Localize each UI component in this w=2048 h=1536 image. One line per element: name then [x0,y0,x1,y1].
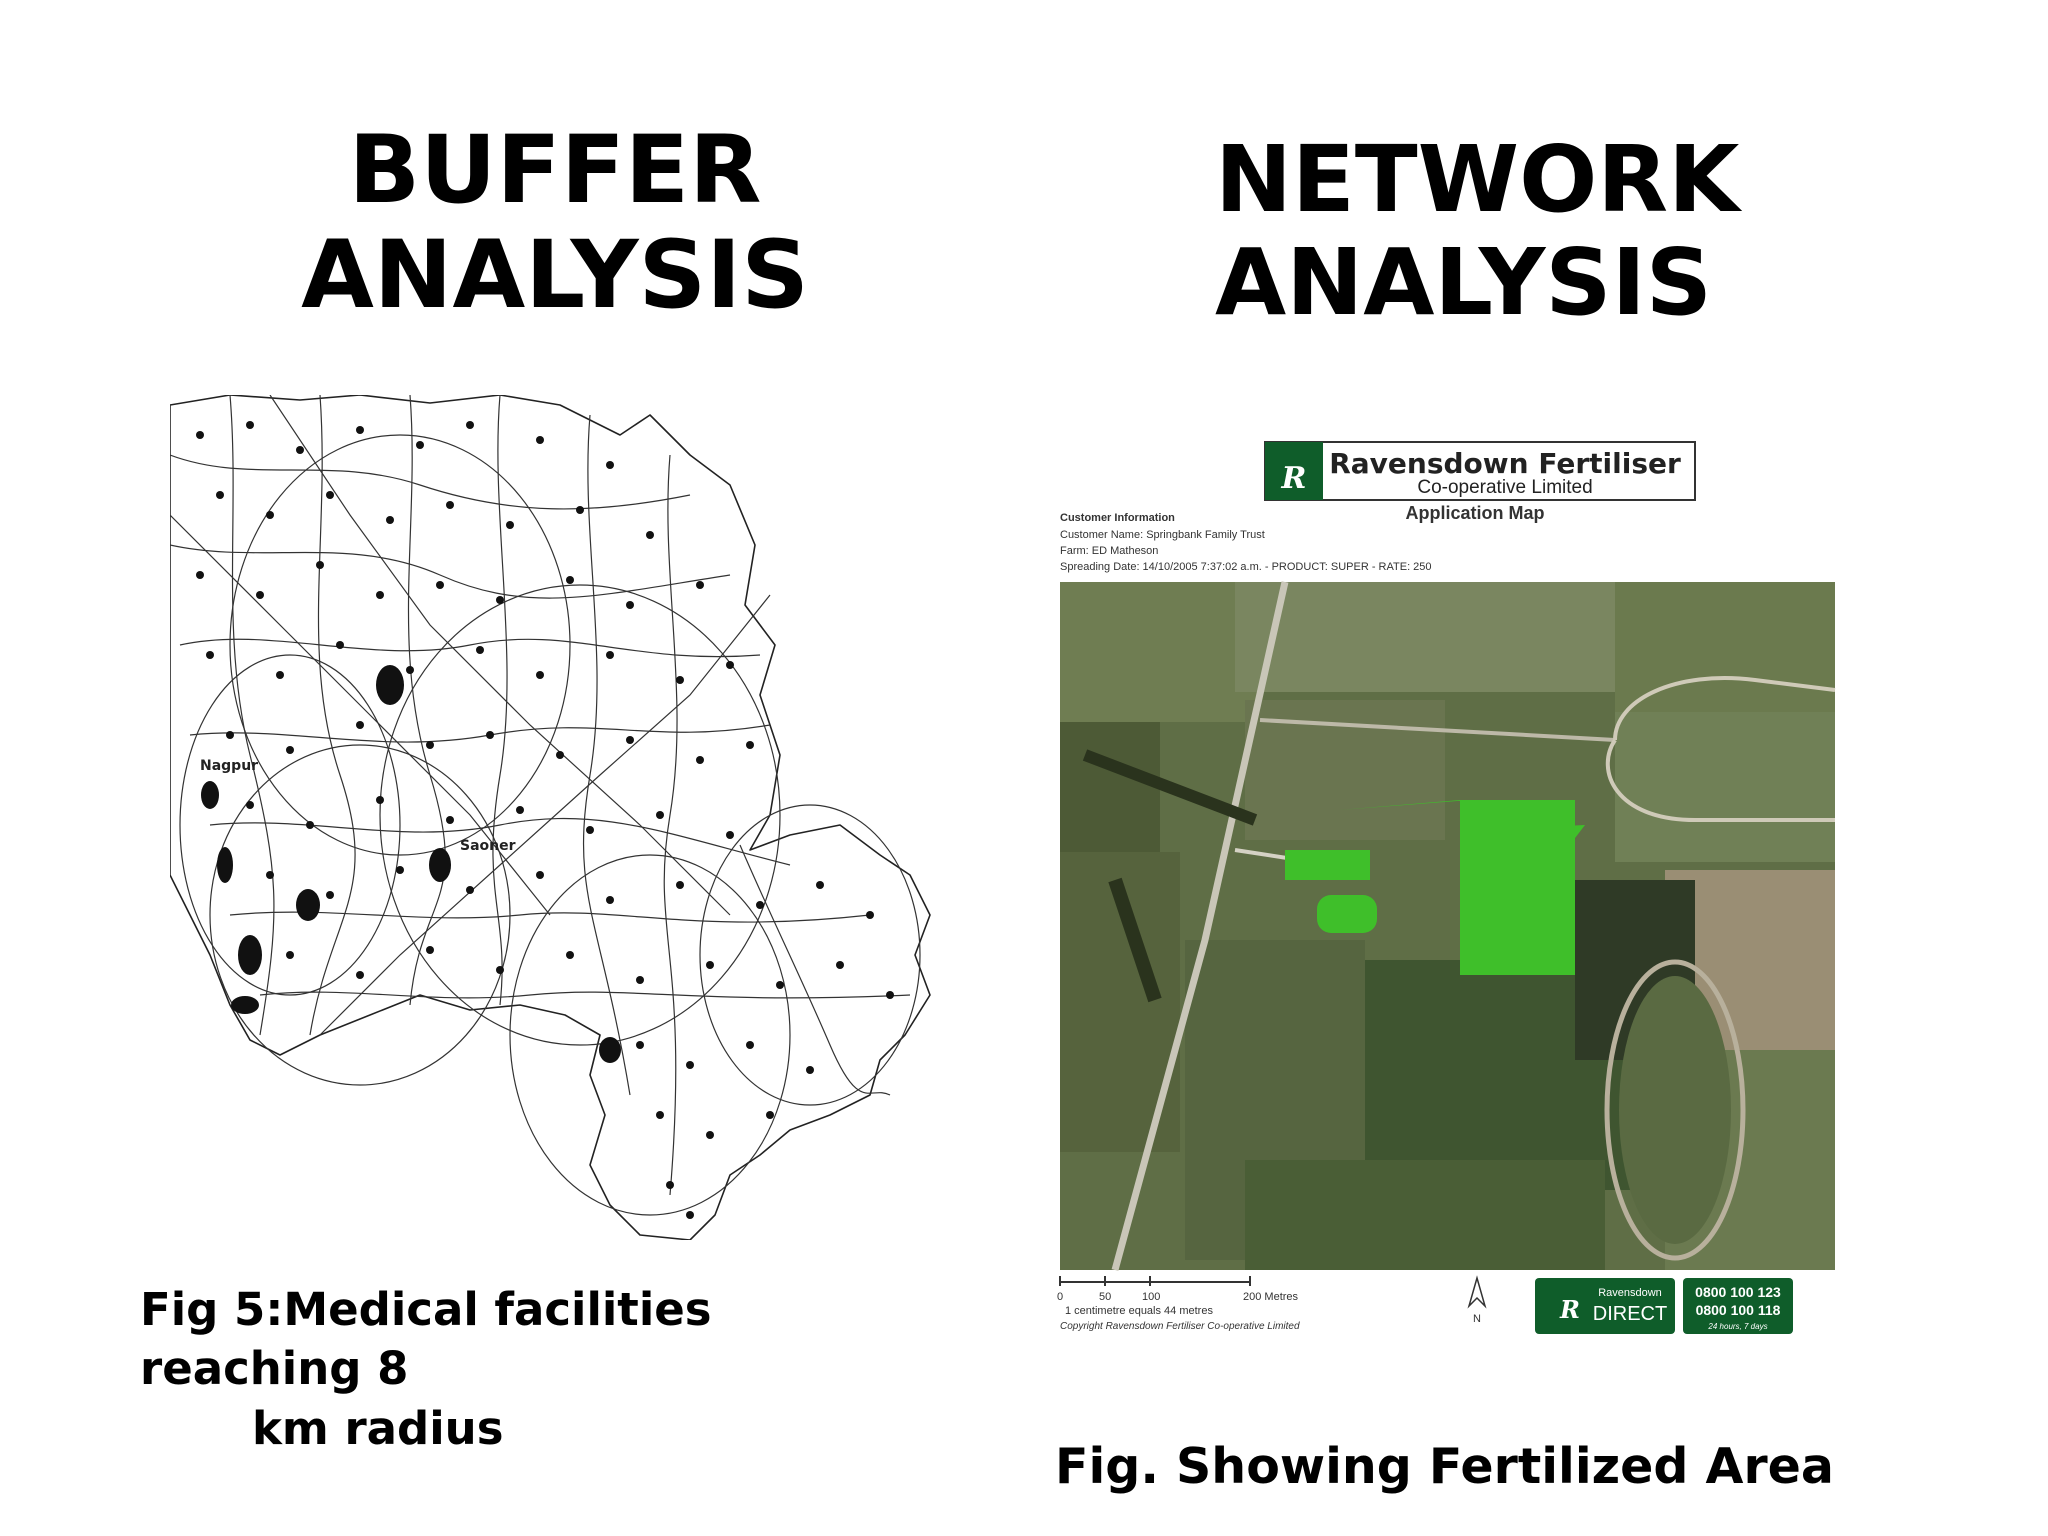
customer-name: Customer Name: Springbank Family Trust [1060,529,1265,541]
svg-text:24 hours, 7 days: 24 hours, 7 days [1707,1322,1767,1331]
network-map-caption: Fig. Showing Fertilized Area [1055,1438,1834,1495]
heading-line: NETWORK [1215,126,1740,233]
caption-line: km radius [252,1401,504,1455]
map-title: Application Map [1406,503,1545,523]
farm-name: Farm: ED Matheson [1060,545,1158,557]
caption-line: Fig 5:Medical facilities reaching 8 [140,1283,712,1396]
ravensdown-logo-icon [1265,442,1323,500]
svg-text:0800 100 123: 0800 100 123 [1695,1284,1781,1300]
fertilized-area [1285,800,1585,975]
ravensdown-direct-badge: R Ravensdown DIRECT [1535,1278,1675,1334]
phone-badge: 0800 100 123 0800 100 118 24 hours, 7 da… [1683,1278,1793,1334]
spreading-info: Spreading Date: 14/10/2005 7:37:02 a.m. … [1060,561,1432,573]
svg-text:Ravensdown: Ravensdown [1598,1287,1662,1299]
ravensdown-logo-box: R Ravensdown Fertiliser Co-operative Lim… [1264,441,1696,501]
svg-text:N: N [1473,1313,1481,1325]
north-arrow-icon: N [1467,1275,1487,1325]
scale-bar: 0 50 100 200 Metres 1 centimetre equals … [1057,1276,1300,1332]
network-analysis-heading: NETWORK ANALYSIS [1170,128,1795,334]
scale-tick: 0 [1057,1291,1063,1303]
scale-tick: 200 Metres [1243,1291,1299,1303]
heading-line: BUFFER [348,116,762,225]
scale-tick: 50 [1099,1291,1111,1303]
aerial-photo [1060,581,1836,1271]
buffer-analysis-map: Nagpur Saoner [170,395,931,1240]
brand-title: Ravensdown Fertiliser [1329,447,1681,480]
svg-text:0800 100 118: 0800 100 118 [1696,1302,1781,1318]
scale-tick: 100 [1142,1291,1160,1303]
customer-heading: Customer Information [1060,512,1175,524]
medical-facility-dots [196,421,894,1219]
copyright-note: Copyright Ravensdown Fertiliser Co-opera… [1060,1321,1300,1332]
heading-line: ANALYSIS [1215,229,1713,337]
brand-subtitle: Co-operative Limited [1417,477,1592,498]
buffer-map-caption: Fig 5:Medical facilities reaching 8 km r… [140,1280,940,1458]
road-network [170,395,921,1216]
svg-text:R: R [1281,461,1307,496]
scale-note: 1 centimetre equals 44 metres [1065,1305,1213,1317]
buffer-analysis-heading: BUFFER ANALYSIS [250,118,860,329]
district-boundary [170,395,931,1240]
svg-text:DIRECT: DIRECT [1593,1303,1667,1325]
map-label: Nagpur [200,758,258,774]
heading-line: ANALYSIS [301,221,809,331]
application-map: R Ravensdown Fertiliser Co-operative Lim… [1055,440,1840,1340]
svg-text:R: R [1559,1295,1580,1324]
map-label: Saoner [460,838,516,854]
